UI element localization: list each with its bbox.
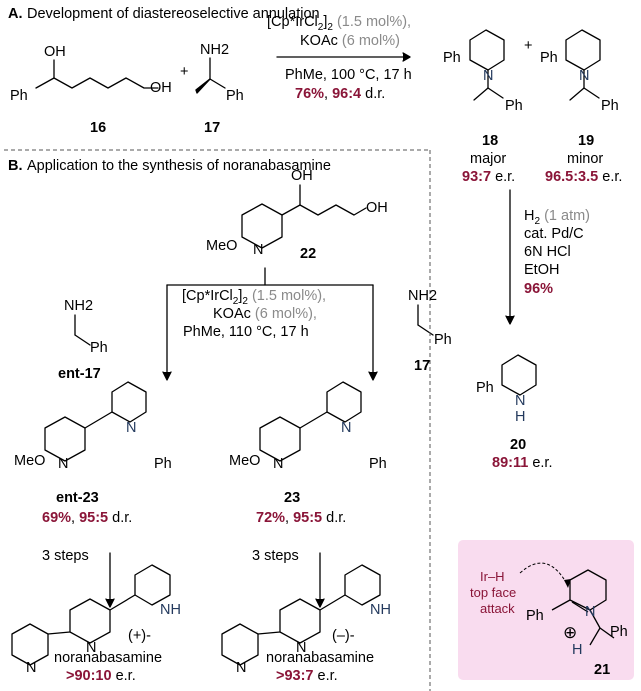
diol-oh-terminal-label: OH <box>150 80 172 96</box>
hcl-acid: 6N HCl <box>524 244 571 260</box>
hydrogenation-yield: 96% <box>524 281 554 297</box>
p23-ph-label: Ph <box>369 456 387 472</box>
mech-ph2-label: Ph <box>610 624 628 640</box>
right-prod-nh-label: NH <box>370 602 391 618</box>
mech-ph-label: Ph <box>526 608 544 624</box>
conditions-b: PhMe, 110 °C, 17 h <box>183 324 309 340</box>
sub22-n-label: N <box>253 242 264 258</box>
prod18-ph-label: Ph <box>443 50 461 66</box>
section-a-letter: A. <box>8 6 23 22</box>
etoh-solvent: EtOH <box>524 262 560 278</box>
compound-label-19: 19 <box>578 133 595 149</box>
compound-label-ent23: ent-23 <box>56 490 99 506</box>
plus-sign-2: + <box>524 38 533 54</box>
compound-label-20: 20 <box>510 437 527 453</box>
section-a-heading: Development of diastereoselective annula… <box>27 6 320 22</box>
er-20: 89:11 e.r. <box>492 455 553 471</box>
ir-h-label: Ir–H <box>480 569 505 584</box>
compound-label-21: 21 <box>594 662 611 678</box>
compound-label-22: 22 <box>300 246 317 262</box>
sub22-meo-label: MeO <box>206 238 238 254</box>
left-prod-name: noranabasamine <box>54 650 163 666</box>
compound-label-17-b: 17 <box>414 358 431 374</box>
ent23-n-label: N <box>126 420 137 436</box>
right-prod-n2-label: N <box>296 640 307 656</box>
right-prod-sign: (–)- <box>332 628 355 644</box>
prod18-ph2-label: Ph <box>505 98 523 114</box>
prod19-n-label: N <box>579 68 590 84</box>
ent17-ph-label: Ph <box>90 340 108 356</box>
prod20-ph-label: Ph <box>476 380 494 396</box>
p23-n-label: N <box>341 420 352 436</box>
sub22-oh-label: OH <box>291 168 313 184</box>
steps-right: 3 steps <box>252 548 299 564</box>
base-b: KOAc (6 mol%), <box>213 306 317 322</box>
major-label: major <box>470 151 507 167</box>
right-prod-n1-label: N <box>236 660 247 676</box>
ent23-ph-label: Ph <box>154 456 172 472</box>
diol-ph-label: Ph <box>10 88 28 104</box>
section-b-heading: Application to the synthesis of noranaba… <box>27 158 331 174</box>
compound-label-ent17: ent-17 <box>58 366 101 382</box>
p23-npy-label: N <box>273 456 284 472</box>
minor-label: minor <box>567 151 604 167</box>
pd-catalyst: cat. Pd/C <box>524 226 584 242</box>
left-prod-nh-label: NH <box>160 602 181 618</box>
amine-ph-label: Ph <box>226 88 244 104</box>
amine-nh2-label: NH2 <box>200 42 230 58</box>
plus-sign: + <box>180 64 189 80</box>
mech-n-label: N <box>585 604 596 620</box>
amine17-nh2-label: NH2 <box>408 288 438 304</box>
ent17-nh2-label: NH2 <box>64 298 94 314</box>
conditions-a: PhMe, 100 °C, 17 h <box>285 67 412 83</box>
yield-dr-23: 72%, 95:5 d.r. <box>256 510 347 526</box>
left-prod-er: >90:10 e.r. <box>66 668 136 684</box>
prod19-ph2-label: Ph <box>601 98 619 114</box>
right-prod-er: >93:7 e.r. <box>276 668 338 684</box>
right-prod-name: noranabasamine <box>266 650 375 666</box>
prod20-h-label: H <box>515 409 526 425</box>
base-a: KOAc (6 mol%) <box>300 33 400 49</box>
prod19-ph-label: Ph <box>540 50 558 66</box>
compound-label-18: 18 <box>482 133 499 149</box>
ent23-npy-label: N <box>58 456 69 472</box>
er-19: 96.5:3.5 e.r. <box>545 169 623 185</box>
yield-dr-ent23: 69%, 95:5 d.r. <box>42 510 133 526</box>
left-prod-sign: (+)- <box>128 628 151 644</box>
catalyst-a: [Cp*IrCl2]2 (1.5 mol%), <box>267 14 412 33</box>
attack-label: attack <box>480 601 515 616</box>
left-prod-n1-label: N <box>26 660 37 676</box>
steps-left: 3 steps <box>42 548 89 564</box>
compound-label-23: 23 <box>284 490 301 506</box>
ent23-meo-label: MeO <box>14 453 46 469</box>
iminium-plus-icon: ⊕ <box>563 623 578 642</box>
mech-h-label: H <box>572 642 583 658</box>
left-prod-n2-label: N <box>86 640 97 656</box>
yield-dr-a: 76%, 96:4 d.r. <box>295 86 386 102</box>
diol-oh-label: OH <box>44 44 66 60</box>
top-face-label: top face <box>470 585 517 600</box>
compound-label-17: 17 <box>204 120 221 136</box>
amine17-ph-label: Ph <box>434 332 452 348</box>
p23-meo-label: MeO <box>229 453 261 469</box>
compound-label-16: 16 <box>90 120 107 136</box>
prod18-n-label: N <box>483 68 494 84</box>
catalyst-b: [Cp*IrCl2]2 (1.5 mol%), <box>182 288 327 307</box>
section-b-letter: B. <box>8 158 23 174</box>
prod20-n-label: N <box>515 393 526 409</box>
sub22-oh-terminal-label: OH <box>366 200 388 216</box>
er-18: 93:7 e.r. <box>462 169 516 185</box>
h2-conditions: H2 (1 atm) <box>524 208 590 227</box>
